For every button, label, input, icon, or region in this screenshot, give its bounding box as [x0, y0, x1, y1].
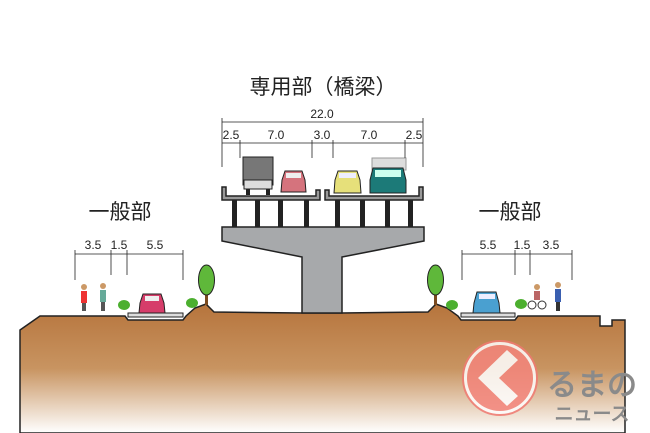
shrub-icon — [515, 299, 527, 309]
right-segment-width: 3.5 — [543, 238, 560, 252]
left-road-surface — [127, 312, 184, 318]
bridge-deck-right — [324, 186, 424, 201]
right-segment-width: 1.5 — [514, 238, 531, 252]
truck-icon — [369, 157, 407, 194]
pedestrian-icon — [100, 283, 106, 311]
chevron-left-icon — [478, 350, 518, 406]
left-segment-width: 1.5 — [111, 238, 128, 252]
logo-text-line2: ニュース — [554, 403, 629, 425]
left-dimension-lines — [74, 250, 184, 280]
left-general-section-label: 一般部 — [89, 200, 152, 224]
shrub-icon — [446, 300, 458, 310]
tree-icon — [427, 264, 444, 305]
pedestrian-icon — [81, 284, 87, 311]
tree-icon — [198, 264, 215, 305]
shrub-icon — [186, 298, 198, 308]
right-road-surface — [460, 312, 516, 318]
right-dimension-lines — [461, 250, 573, 280]
bridge-dimension-lines — [221, 118, 424, 167]
right-general-section-label: 一般部 — [479, 200, 542, 224]
kuruma-news-logo — [462, 340, 538, 416]
bridge-pier — [221, 226, 425, 314]
bridge-segment-width: 7.0 — [361, 128, 378, 142]
car-icon — [280, 170, 307, 193]
bridge-total-width: 22.0 — [310, 107, 334, 121]
shrub-icon — [118, 300, 130, 310]
car-icon — [333, 170, 362, 194]
bridge-section-title: 専用部（橋梁） — [250, 75, 397, 99]
bridge-deck-left — [221, 186, 321, 201]
bridge-segment-width: 7.0 — [268, 128, 285, 142]
logo-text-line1: るまの — [547, 368, 637, 403]
right-segment-width: 5.5 — [480, 238, 497, 252]
bridge-segment-width: 3.0 — [314, 128, 331, 142]
cyclist-icon — [527, 284, 547, 310]
bridge-segment-width: 2.5 — [406, 128, 423, 142]
left-segment-width: 3.5 — [85, 238, 102, 252]
car-icon — [138, 293, 166, 314]
left-segment-width: 5.5 — [147, 238, 164, 252]
bridge-columns — [232, 200, 413, 227]
bridge-segment-width: 2.5 — [223, 128, 240, 142]
truck-icon — [242, 156, 274, 195]
car-icon — [472, 291, 501, 314]
pedestrian-icon — [555, 282, 561, 311]
